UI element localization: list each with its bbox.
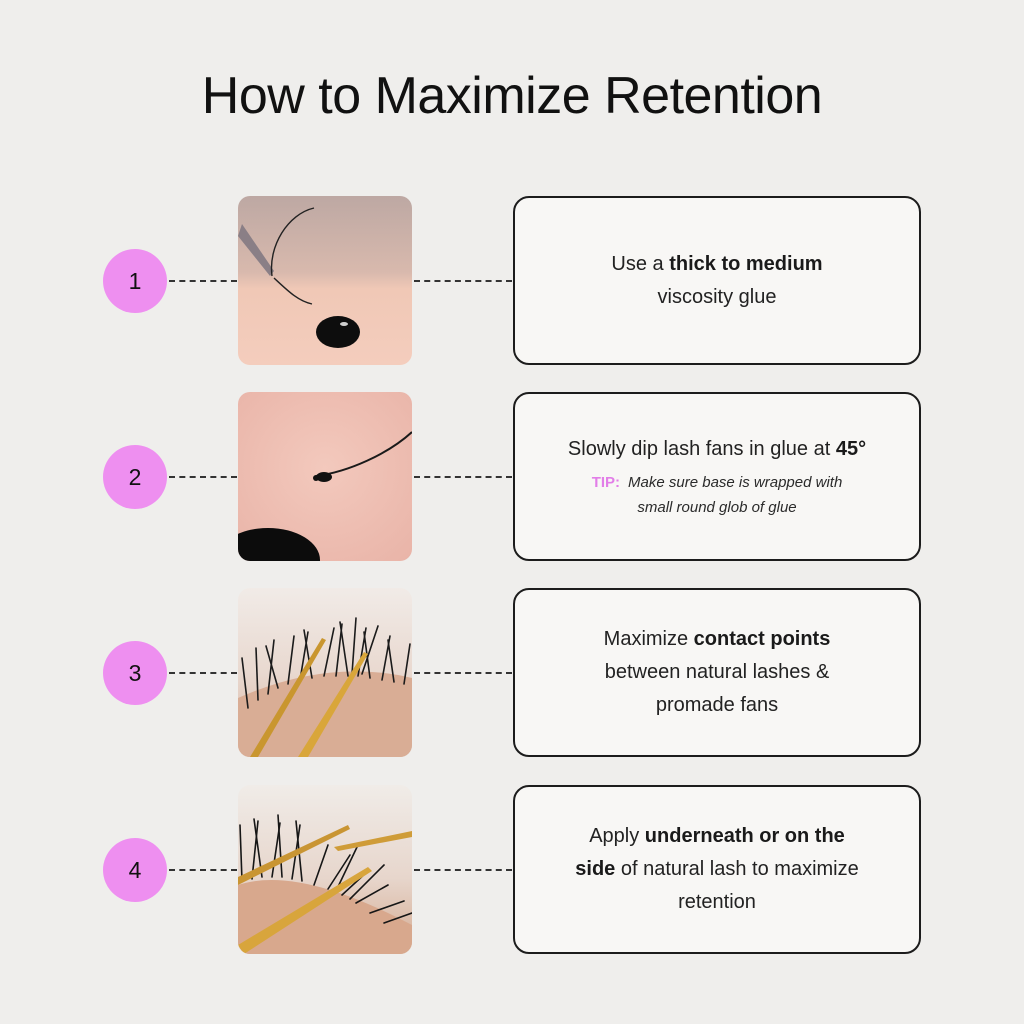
step-card: Slowly dip lash fans in glue at 45° TIP:… — [513, 392, 921, 561]
connector-right — [414, 672, 512, 674]
step-number-badge: 4 — [103, 838, 167, 902]
card-line: between natural lashes & — [604, 661, 830, 683]
card-line: retention — [678, 891, 756, 913]
step-1: 1 Use a thick to medium viscosity glu — [0, 196, 1024, 366]
step-4: 4 App — [0, 785, 1024, 955]
step-card: Maximize contact points between natural … — [513, 588, 921, 757]
glue-drop-photo — [238, 196, 412, 365]
card-line: Maximize contact points — [603, 628, 831, 650]
connector-left — [169, 280, 237, 282]
contact-points-photo — [238, 588, 412, 757]
lash-placement-photo — [238, 785, 412, 954]
card-line: promade fans — [655, 694, 779, 716]
step-number-badge: 1 — [103, 249, 167, 313]
card-line: side of natural lash to maximize — [575, 858, 859, 880]
page-title: How to Maximize Retention — [201, 67, 823, 125]
step-3: 3 M — [0, 588, 1024, 758]
step-number-badge: 3 — [103, 641, 167, 705]
tip-text: TIP:Make sure base is wrapped with small… — [591, 474, 843, 516]
card-line: Slowly dip lash fans in glue at 45° — [567, 438, 867, 460]
step-number-badge: 2 — [103, 445, 167, 509]
connector-right — [414, 869, 512, 871]
card-line: viscosity glue — [657, 285, 777, 308]
step-2: 2 Slowly dip lash fans in glue at 45° TI… — [0, 392, 1024, 562]
connector-right — [414, 476, 512, 478]
connector-left — [169, 869, 237, 871]
connector-right — [414, 280, 512, 282]
card-line: Apply underneath or on the — [589, 825, 845, 847]
lash-dip-photo — [238, 392, 412, 561]
step-card: Apply underneath or on the side of natur… — [513, 785, 921, 954]
tip-label: TIP: — [591, 474, 621, 491]
step-card: Use a thick to medium viscosity glue — [513, 196, 921, 365]
card-line: Use a thick to medium — [611, 252, 823, 275]
connector-left — [169, 672, 237, 674]
connector-left — [169, 476, 237, 478]
